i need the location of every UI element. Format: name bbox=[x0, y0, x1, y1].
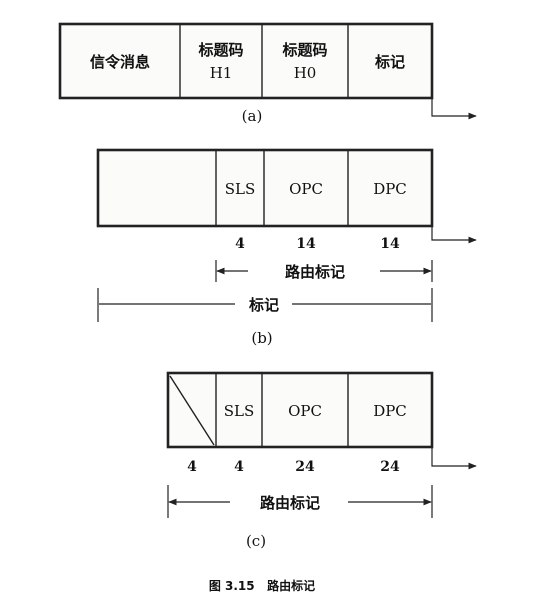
routing-label-text-c: 路由标记 bbox=[260, 494, 320, 512]
cell-header-code-h1: 标题码 bbox=[197, 41, 243, 59]
figure-caption: 图 3.15 路由标记 bbox=[209, 578, 315, 593]
caption-c: (c) bbox=[246, 532, 266, 550]
routing-label-text-b: 路由标记 bbox=[285, 263, 345, 281]
diagram-b: SLS OPC DPC 4 14 14 路由标记 标记 (b) bbox=[96, 148, 477, 347]
cell-label: 标记 bbox=[374, 53, 405, 71]
message-frame-c bbox=[166, 371, 434, 449]
bits-opc-c: 24 bbox=[295, 459, 315, 475]
label-span-text-b: 标记 bbox=[248, 296, 279, 314]
message-frame-a bbox=[58, 22, 434, 100]
caption-a: (a) bbox=[242, 107, 263, 125]
bits-opc-b: 14 bbox=[296, 236, 316, 252]
bits-spare-c: 4 bbox=[187, 459, 197, 475]
cell-signal-message: 信令消息 bbox=[90, 53, 150, 71]
cell-sls-c: SLS bbox=[224, 402, 255, 420]
output-arrow-b bbox=[431, 226, 477, 244]
bits-dpc-b: 14 bbox=[380, 236, 400, 252]
routing-label-span-b: 路由标记 bbox=[215, 260, 433, 282]
output-arrow-c bbox=[431, 447, 477, 470]
message-frame-b bbox=[96, 148, 434, 228]
label-span-b: 标记 bbox=[97, 288, 433, 322]
cell-opc-b: OPC bbox=[289, 180, 323, 198]
caption-b: (b) bbox=[251, 329, 272, 347]
cell-h1-label: H1 bbox=[210, 64, 233, 82]
routing-label-span-c: 路由标记 bbox=[167, 485, 433, 518]
cell-header-code-h0: 标题码 bbox=[281, 41, 327, 59]
bits-sls-b: 4 bbox=[235, 236, 245, 252]
output-arrow-a bbox=[431, 98, 477, 120]
cell-opc-c: OPC bbox=[288, 402, 322, 420]
bits-sls-c: 4 bbox=[234, 459, 244, 475]
bits-dpc-c: 24 bbox=[380, 459, 400, 475]
cell-sls-b: SLS bbox=[225, 180, 256, 198]
cell-dpc-b: DPC bbox=[373, 180, 407, 198]
diagram-c: SLS OPC DPC 4 4 24 24 路由标记 (c) bbox=[166, 371, 477, 550]
unused-field-slash bbox=[169, 375, 215, 446]
cell-dpc-c: DPC bbox=[373, 402, 407, 420]
diagram-a: 信令消息 标题码 H1 标题码 H0 标记 (a) bbox=[58, 22, 477, 125]
cell-h0-label: H0 bbox=[294, 64, 317, 82]
